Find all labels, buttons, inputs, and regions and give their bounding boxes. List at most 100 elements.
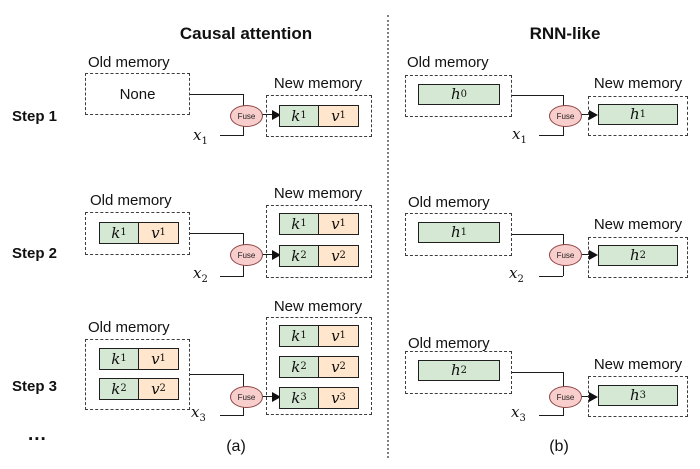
key-sub: 1 — [300, 330, 307, 341]
input-label: x2 — [193, 266, 208, 285]
value-sub: 2 — [339, 361, 346, 372]
value-sub: 2 — [159, 383, 166, 394]
input-label: x3 — [191, 405, 206, 424]
arrow-line — [579, 396, 590, 397]
connector-line — [512, 372, 564, 373]
key-var: k — [291, 106, 301, 125]
hidden-sub: 3 — [639, 389, 647, 401]
old-memory-box — [405, 213, 512, 256]
old-memory-label: Old memory — [88, 319, 170, 336]
connector-line — [220, 415, 243, 416]
input-sub: 3 — [199, 413, 206, 424]
input-label: x3 — [511, 405, 526, 424]
hidden-var: h — [450, 223, 461, 241]
value-var: v — [331, 326, 340, 345]
arrow-line — [579, 254, 590, 255]
new-memory-label: New memory — [273, 298, 363, 315]
key-sub: 2 — [300, 361, 307, 372]
fuse-node: Fuse — [230, 244, 263, 266]
key-sub: 1 — [120, 353, 127, 364]
old-memory-box — [405, 75, 512, 117]
new-memory-box — [588, 96, 688, 136]
input-sub: 2 — [517, 274, 524, 285]
value-var: v — [151, 349, 160, 368]
input-var: x — [512, 125, 521, 143]
hidden-var: h — [629, 105, 640, 123]
hidden-var: h — [450, 85, 461, 103]
value-var: v — [331, 246, 340, 265]
connector-line — [190, 374, 244, 375]
connector-line — [220, 276, 243, 277]
key-var: k — [111, 223, 121, 242]
step-label: Step 2 — [12, 245, 58, 262]
new-memory-box — [266, 205, 372, 278]
key-sub: 1 — [300, 110, 307, 121]
old-memory-label: Old memory — [407, 54, 489, 71]
old-memory-box — [405, 351, 512, 394]
new-memory-box — [588, 376, 688, 417]
input-sub: 1 — [201, 136, 208, 147]
input-label: x1 — [512, 127, 527, 146]
arrow-line — [579, 114, 590, 115]
connector-line — [539, 415, 563, 416]
key-var: k — [111, 349, 121, 368]
new-memory-label: New memory — [273, 185, 363, 202]
hidden-sub: 0 — [460, 88, 468, 100]
value-sub: 1 — [339, 330, 346, 341]
connector-line — [539, 135, 563, 136]
key-var: k — [291, 246, 301, 265]
input-var: x — [511, 403, 520, 421]
key-var: k — [291, 214, 301, 233]
new-memory-label: New memory — [593, 216, 683, 233]
hidden-sub: 1 — [460, 226, 468, 238]
input-label: x2 — [509, 266, 524, 285]
input-var: x — [191, 403, 200, 421]
value-var: v — [331, 357, 340, 376]
fuse-node: Fuse — [549, 244, 582, 266]
connector-line — [190, 233, 244, 234]
new-memory-box — [266, 95, 372, 137]
subfigure-caption-b: (b) — [549, 438, 569, 455]
new-memory-label: New memory — [593, 356, 683, 373]
column-separator-line — [387, 15, 389, 458]
value-sub: 1 — [339, 218, 346, 229]
value-sub: 3 — [339, 392, 346, 403]
value-sub: 1 — [339, 110, 346, 121]
key-var: k — [291, 388, 301, 407]
column-title-rnn-like: RNN-like — [529, 24, 601, 43]
hidden-sub: 1 — [639, 108, 647, 120]
old-memory-label: Old memory — [90, 192, 172, 209]
old-memory-label: Old memory — [408, 335, 490, 352]
column-title-causal-attention: Causal attention — [179, 24, 313, 43]
hidden-var: h — [450, 361, 461, 379]
input-sub: 1 — [520, 135, 527, 146]
key-sub: 3 — [300, 392, 307, 403]
key-sub: 2 — [120, 383, 127, 394]
value-var: v — [331, 214, 340, 233]
fuse-node: Fuse — [549, 386, 582, 408]
